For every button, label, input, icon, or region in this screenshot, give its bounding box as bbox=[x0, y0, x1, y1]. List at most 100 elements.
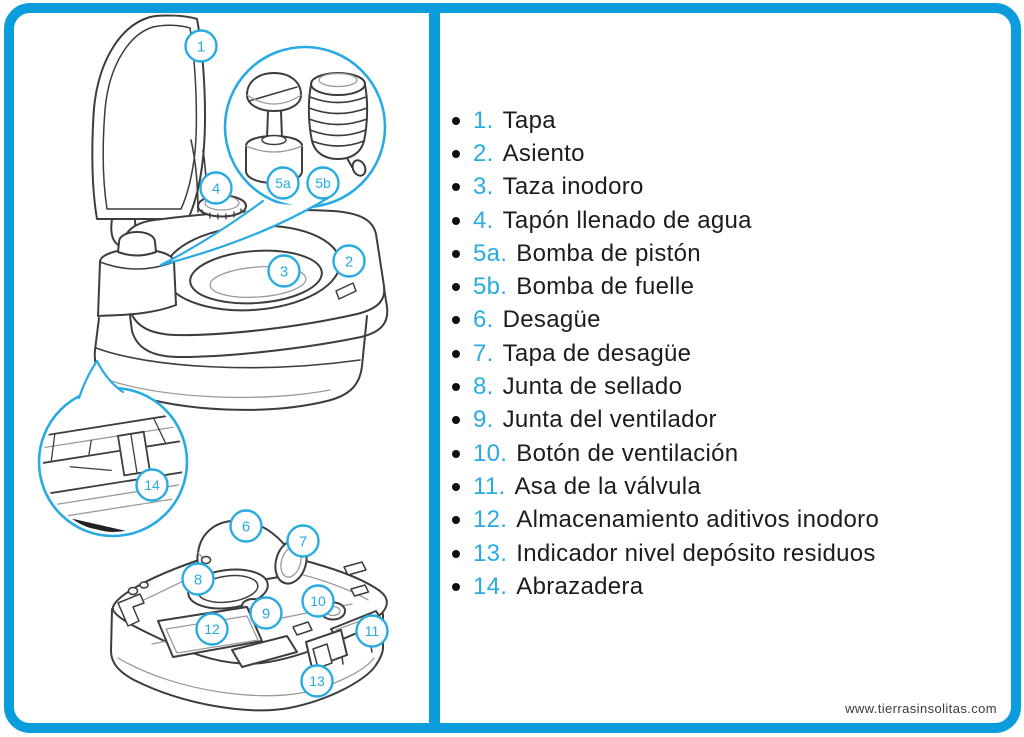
legend-item-label: Botón de ventilación bbox=[516, 439, 739, 467]
bullet-icon bbox=[452, 216, 460, 225]
clamp-detail-drawing bbox=[43, 411, 183, 532]
legend-item-label: Bomba de pistón bbox=[516, 239, 701, 267]
legend-item-7: 7. Tapa de desagüe bbox=[452, 337, 879, 370]
svg-text:9: 9 bbox=[262, 605, 270, 622]
svg-text:14: 14 bbox=[144, 477, 160, 493]
legend-item-number: 14. bbox=[473, 572, 508, 600]
legend-item-label: Junta de sellado bbox=[502, 373, 683, 401]
bullet-icon bbox=[452, 183, 460, 192]
callout-6: 6 bbox=[229, 509, 263, 543]
legend-item-4: 4.Tapón llenado de agua bbox=[452, 204, 879, 237]
legend-item-9: 9. Junta del ventilador bbox=[452, 404, 879, 437]
svg-text:8: 8 bbox=[194, 571, 202, 588]
parts-legend: 1. Tapa 2. Asiento 3. Taza inodoro 4.Tapón lle… bbox=[452, 104, 879, 603]
legend-item-number: 10. bbox=[473, 439, 508, 467]
bullet-icon bbox=[452, 383, 460, 392]
bullet-icon bbox=[452, 449, 460, 458]
svg-text:13: 13 bbox=[309, 673, 325, 689]
legend-item-label: Desagüe bbox=[502, 306, 601, 334]
bullet-icon bbox=[452, 349, 460, 358]
website-url: www.tierrasinsolitas.com bbox=[845, 701, 997, 716]
callout-5b: 5b bbox=[306, 166, 340, 200]
legend-item-label: Asa de la válvula bbox=[514, 472, 702, 500]
legend-item-number: 2. bbox=[473, 139, 494, 167]
callout-11: 11 bbox=[355, 614, 389, 648]
callout-12: 12 bbox=[195, 612, 229, 646]
bullet-icon bbox=[452, 316, 460, 325]
bullet-icon bbox=[452, 516, 460, 525]
svg-text:3: 3 bbox=[280, 263, 288, 280]
panel-divider bbox=[429, 9, 440, 728]
legend-item-1: 1. Tapa bbox=[452, 104, 879, 137]
bowl-inner bbox=[189, 249, 323, 305]
bullet-icon bbox=[452, 149, 460, 158]
left-notch-drawing bbox=[117, 593, 145, 627]
legend-item-label: Taza inodoro bbox=[502, 173, 644, 201]
legend-item-14: 14.Abrazadera bbox=[452, 570, 879, 603]
clamp-inset-circle bbox=[37, 386, 189, 538]
svg-text:12: 12 bbox=[204, 621, 220, 637]
legend-item-number: 6. bbox=[473, 306, 494, 334]
level-indicator-drawing bbox=[305, 629, 348, 669]
legend-item-label: Asiento bbox=[502, 139, 585, 167]
legend-item-number: 8. bbox=[473, 373, 494, 401]
seat-latch-slot bbox=[335, 282, 357, 300]
svg-text:5a: 5a bbox=[275, 175, 291, 191]
legend-item-label: Tapa de desagüe bbox=[502, 339, 692, 367]
legend-item-11: 11.Asa de la válvula bbox=[452, 470, 879, 503]
legend-item-number: 5b. bbox=[473, 273, 508, 301]
legend-item-label: Bomba de fuelle bbox=[516, 273, 695, 301]
callout-8: 8 bbox=[181, 562, 215, 596]
legend-item-5b: 5b. Bomba de fuelle bbox=[452, 270, 879, 303]
bullet-icon bbox=[452, 416, 460, 425]
svg-text:10: 10 bbox=[310, 593, 326, 609]
bellows-pump-drawing bbox=[307, 72, 369, 177]
svg-text:11: 11 bbox=[365, 623, 380, 639]
svg-text:1: 1 bbox=[197, 38, 205, 55]
svg-text:6: 6 bbox=[242, 518, 250, 535]
svg-text:7: 7 bbox=[299, 533, 307, 550]
callout-9: 9 bbox=[249, 596, 283, 630]
svg-text:4: 4 bbox=[212, 180, 220, 197]
pump-inset-tail bbox=[161, 196, 329, 265]
legend-item-8: 8. Junta de sellado bbox=[452, 370, 879, 403]
legend-item-5a: 5a.Bomba de pistón bbox=[452, 237, 879, 270]
legend-item-label: Junta del ventilador bbox=[502, 406, 717, 434]
bullet-icon bbox=[452, 116, 460, 125]
svg-text:5b: 5b bbox=[315, 175, 331, 191]
legend-item-number: 3. bbox=[473, 173, 494, 201]
bowl-water-line bbox=[209, 266, 307, 298]
legend-item-number: 7. bbox=[473, 339, 494, 367]
bullet-icon bbox=[452, 249, 460, 258]
svg-text:2: 2 bbox=[345, 253, 353, 270]
callout-7: 7 bbox=[286, 524, 320, 558]
pump-inset bbox=[159, 45, 387, 267]
peg-details bbox=[127, 555, 212, 596]
toilet-assembled-drawing bbox=[91, 14, 389, 411]
legend-item-label: Tapa bbox=[502, 106, 556, 134]
clamp-inset bbox=[37, 359, 189, 538]
callout-10: 10 bbox=[301, 584, 335, 618]
legend-item-6: 6. Desagüe bbox=[452, 304, 879, 337]
callout-1: 1 bbox=[184, 29, 218, 63]
callout-4: 4 bbox=[199, 171, 233, 205]
legend-item-number: 12. bbox=[473, 506, 508, 534]
legend-item-label: Indicador nivel depósito residuos bbox=[516, 539, 876, 567]
callout-14: 14 bbox=[135, 468, 169, 502]
clamp-inset-tail bbox=[79, 361, 122, 398]
legend-item-12: 12.Almacenamiento aditivos inodoro bbox=[452, 504, 879, 537]
bullet-icon bbox=[452, 582, 460, 591]
callout-3: 3 bbox=[267, 254, 301, 288]
bullet-icon bbox=[452, 283, 460, 292]
legend-item-number: 9. bbox=[473, 406, 494, 434]
callout-5a: 5a bbox=[266, 166, 300, 200]
bullet-icon bbox=[452, 549, 460, 558]
legend-item-10: 10. Botón de ventilación bbox=[452, 437, 879, 470]
legend-item-number: 4. bbox=[473, 206, 494, 234]
legend-item-2: 2. Asiento bbox=[452, 137, 879, 170]
bullet-icon bbox=[452, 482, 460, 491]
legend-item-number: 1. bbox=[473, 106, 494, 134]
outer-frame bbox=[4, 3, 1021, 733]
